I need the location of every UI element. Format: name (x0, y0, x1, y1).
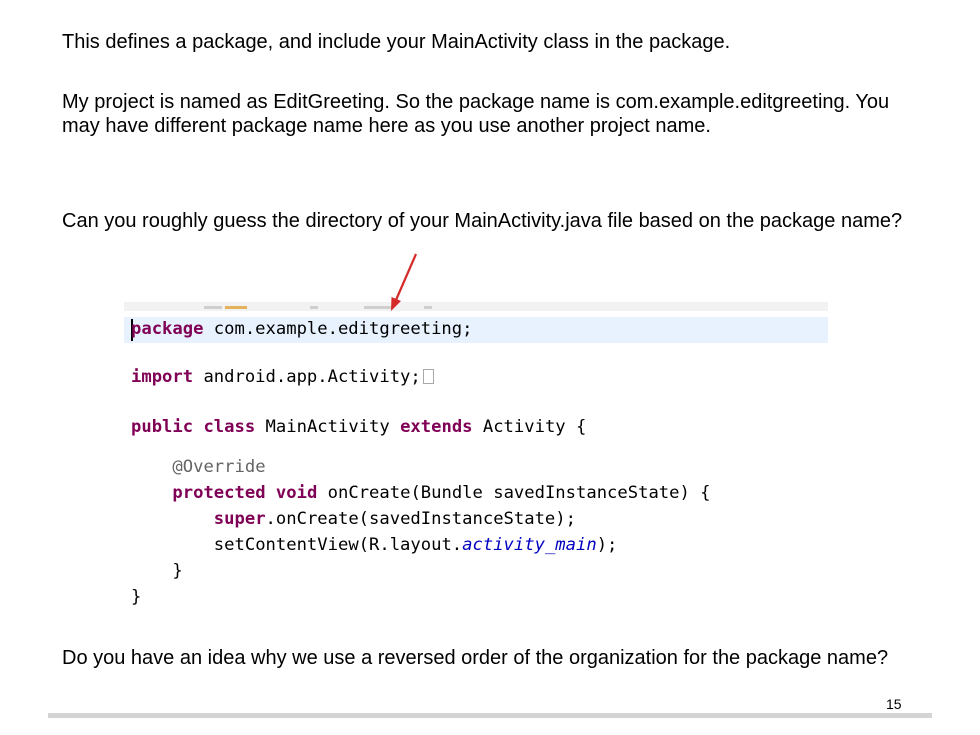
paragraph-project-name: My project is named as EditGreeting. So … (62, 91, 890, 137)
keyword-class: class (203, 417, 256, 437)
paragraph-directory-question: Can you roughly guess the directory of y… (62, 210, 903, 232)
method-close-brace: } (172, 561, 183, 581)
code-line-import: import android.app.Activity; (131, 364, 711, 390)
page-number: 15 (886, 696, 902, 712)
text-caret (131, 319, 133, 341)
call-close: ); (596, 535, 618, 555)
tab-fragment (424, 306, 432, 309)
code-line-method-signature: protected void onCreate(Bundle savedInst… (131, 480, 711, 506)
code-line-set-content-view: setContentView(R.layout.activity_main); (131, 532, 711, 558)
keyword-void: void (275, 483, 318, 503)
keyword-public: public (131, 417, 194, 437)
java-source-code: package com.example.editgreeting; import … (131, 316, 711, 610)
paragraph-package-definition: This defines a package, and include your… (62, 31, 731, 53)
package-name: com.example.editgreeting; (203, 319, 473, 339)
keyword-super: super (213, 509, 266, 529)
superclass-name: Activity { (472, 417, 587, 437)
method-signature: onCreate(Bundle savedInstanceState) { (317, 483, 711, 503)
code-line-class-close: } (131, 584, 711, 610)
super-call: .onCreate(savedInstanceState); (265, 509, 576, 529)
tab-fragment (204, 306, 222, 309)
paragraph-reversed-order-question: Do you have an idea why we use a reverse… (62, 647, 889, 669)
footer-divider (48, 713, 932, 718)
editor-tab-strip (124, 302, 828, 311)
tab-fragment (310, 306, 318, 309)
keyword-extends: extends (400, 417, 473, 437)
keyword-package: package (131, 319, 204, 339)
arrow-head (391, 297, 401, 311)
current-line-highlight (124, 317, 828, 343)
import-path: android.app.Activity; (193, 367, 421, 387)
code-line-annotation: @Override (131, 454, 711, 480)
override-annotation: @Override (172, 457, 266, 477)
code-line-super-call: super.onCreate(savedInstanceState); (131, 506, 711, 532)
code-line-package: package com.example.editgreeting; (131, 316, 711, 342)
class-name: MainActivity (255, 417, 401, 437)
collapsed-imports-icon[interactable] (422, 369, 434, 384)
tab-fragment (225, 306, 247, 309)
class-close-brace: } (131, 587, 142, 607)
code-editor-screenshot: package com.example.editgreeting; import … (124, 302, 828, 618)
keyword-import: import (131, 367, 194, 387)
code-line-method-close: } (131, 558, 711, 584)
keyword-protected: protected (172, 483, 266, 503)
layout-field: activity_main (462, 535, 597, 555)
code-line-class-declaration: public class MainActivity extends Activi… (131, 414, 711, 440)
arrow-shaft (394, 253, 418, 301)
tab-fragment (364, 306, 392, 309)
set-content-view-call: setContentView(R.layout. (213, 535, 463, 555)
